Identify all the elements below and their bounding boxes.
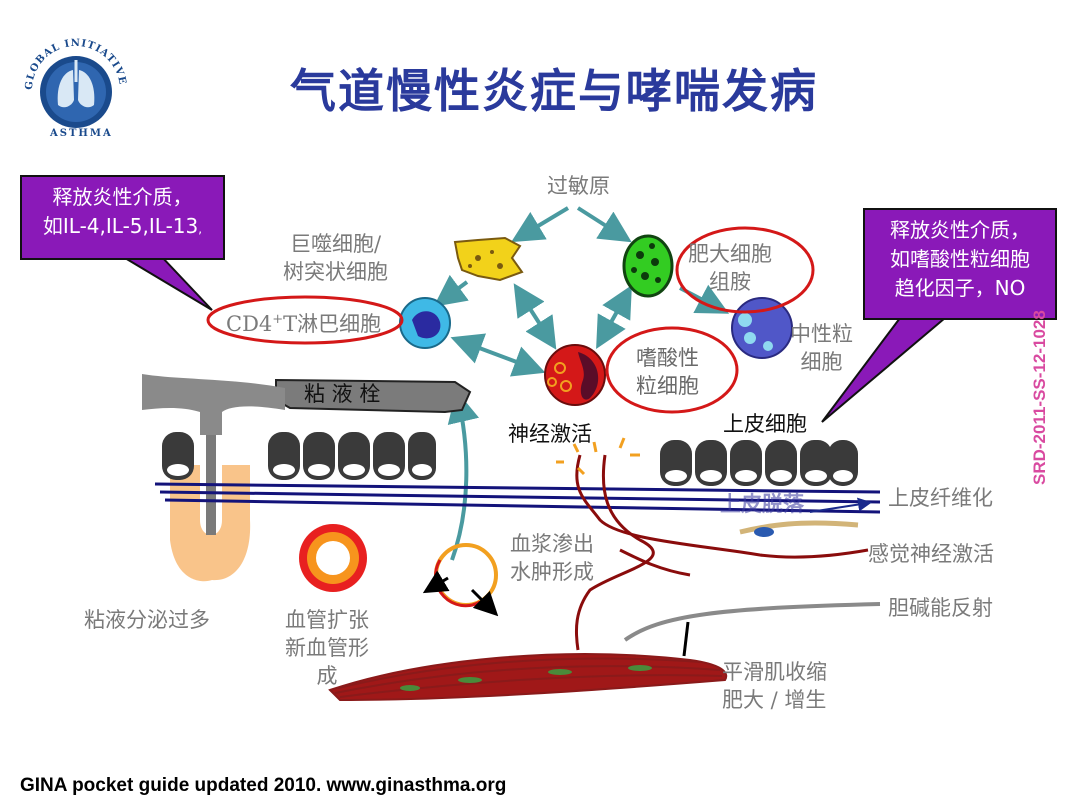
- reference-footer: GINA pocket guide updated 2010. www.gina…: [20, 775, 507, 796]
- label-neutrophil-line1: 中性粒: [790, 322, 853, 346]
- nerve-fibers: [574, 454, 869, 651]
- label-cd4-prefix: CD4: [226, 312, 273, 336]
- label-eos-line1: 嗜酸性: [636, 346, 699, 370]
- callout-right-line2: 如嗜酸性粒细胞: [890, 247, 1030, 271]
- label-cd4: CD4+T淋巴细胞: [226, 306, 381, 338]
- label-plasma-line1: 血浆渗出: [510, 532, 594, 556]
- eos-highlight: [605, 326, 739, 414]
- label-sensory-nerve: 感觉神经激活: [868, 542, 994, 566]
- label-cd4-suffix: T淋巴细胞: [283, 312, 382, 336]
- label-macrophage-line1: 巨噬细胞/: [289, 232, 382, 256]
- callout-left-line1: 释放炎性介质，: [52, 185, 193, 209]
- right-epithelium: [660, 440, 858, 486]
- cholinergic-nerve: [623, 602, 881, 642]
- arrow-plasma-mucus: [447, 390, 479, 561]
- macrophage-cell: [453, 236, 524, 282]
- basement-membrane: [154, 482, 881, 514]
- label-vessel-line3: 成: [316, 664, 338, 688]
- slide-code: SRD-2011-SS-12-1028: [1030, 310, 1049, 485]
- logo-bottom-text: ASTHMA: [50, 128, 113, 139]
- label-macrophage-line2: 树突状细胞: [283, 260, 388, 284]
- arrow-allergen-macrophage: [511, 206, 570, 243]
- label-eos-line2: 粒细胞: [636, 374, 699, 398]
- label-plasma-line2: 水肿形成: [510, 560, 594, 584]
- arrow-cd4-eos: [450, 333, 546, 377]
- callout-right-line1: 释放炎性介质，: [890, 218, 1030, 242]
- label-cd4-sup: +: [272, 312, 284, 327]
- label-macrophage: 巨噬细胞/ 树突状细胞: [283, 230, 388, 286]
- label-epithelial-fibrosis: 上皮纤维化: [888, 486, 993, 510]
- callout-left-pointer: [116, 254, 213, 311]
- label-smooth-muscle: 平滑肌收缩 肥大 / 增生: [722, 658, 827, 714]
- label-neutrophil: 中性粒 细胞: [790, 320, 853, 376]
- callout-right: 释放炎性介质， 如嗜酸性粒细胞 趋化因子，NO: [863, 208, 1057, 320]
- label-epithelial-shedding: 上皮脱落: [720, 492, 804, 516]
- label-smooth-line2: 肥大 / 增生: [722, 688, 827, 712]
- arrow-macrophage-eos: [513, 283, 557, 350]
- arrow-macrophage-cd4: [433, 274, 469, 307]
- mast-cell: [622, 234, 674, 298]
- label-plasma: 血浆渗出 水肿形成: [510, 530, 594, 586]
- label-neutrophil-line2: 细胞: [800, 350, 843, 374]
- mast-highlight: [675, 226, 815, 314]
- label-vessel-line2: 新血管形: [285, 636, 369, 660]
- label-mucus-secretion: 粘液分泌过多: [84, 608, 210, 632]
- label-epithelial-cell: 上皮细胞: [723, 412, 807, 436]
- label-vessel: 血管扩张 新血管形 成: [285, 606, 369, 690]
- arrow-mast-eos: [596, 285, 632, 349]
- label-allergen: 过敏原: [547, 174, 610, 198]
- gina-logo: GLOBAL INITIATIVE FOR ASTHMA: [13, 22, 133, 145]
- label-nerve-activation: 神经激活: [508, 422, 592, 446]
- nerve-spark-marks: [556, 437, 640, 476]
- neutrophil-cell: [731, 297, 793, 359]
- callout-right-line3: 趋化因子，NO: [894, 276, 1026, 300]
- arrow-allergen-mast: [576, 206, 632, 243]
- smooth-muscle: [328, 653, 728, 702]
- label-vessel-line1: 血管扩张: [285, 608, 369, 632]
- cd4-highlight: [206, 295, 404, 345]
- label-smooth-line1: 平滑肌收缩: [722, 660, 827, 684]
- label-cholinergic: 胆碱能反射: [888, 596, 993, 620]
- label-mast-cell: 肥大细胞 组胺: [688, 240, 772, 296]
- left-epithelium: [162, 432, 436, 480]
- goblet-cap: [142, 374, 285, 440]
- callout-left: 释放炎性介质， 如IL-4,IL-5,IL-13,: [20, 175, 225, 260]
- label-mast-line1: 肥大细胞: [688, 242, 772, 266]
- label-mucus-plug: 粘 液 栓: [304, 382, 381, 406]
- callout-left-suffix: ,: [198, 222, 203, 236]
- callout-left-line2: 如IL-4,IL-5,IL-13: [42, 214, 199, 238]
- label-eosinophil: 嗜酸性 粒细胞: [636, 344, 699, 400]
- page-title: 气道慢性炎症与哮喘发病: [290, 64, 818, 118]
- label-mast-line2: 组胺: [709, 270, 751, 294]
- sensory-nerve-fiber: [739, 520, 859, 535]
